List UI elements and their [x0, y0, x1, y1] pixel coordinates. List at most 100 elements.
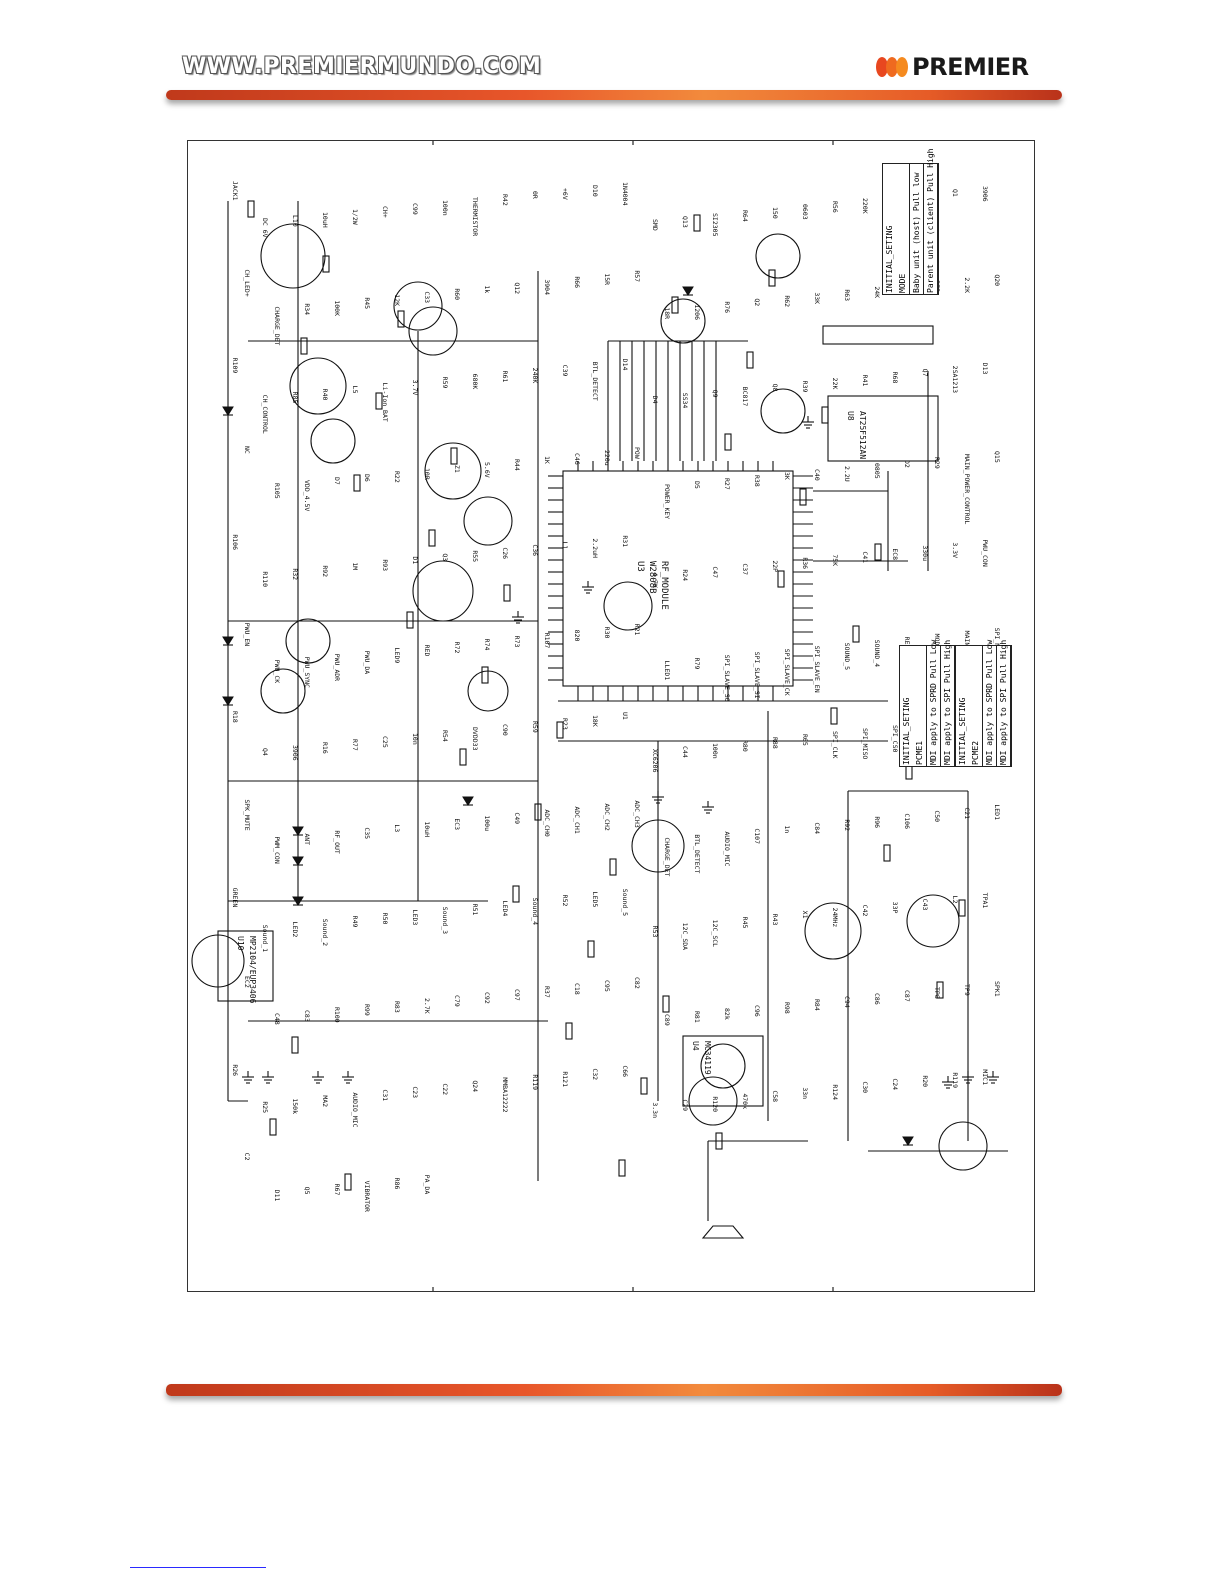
- component-label: C92: [483, 992, 491, 1004]
- component-label: C30: [861, 1081, 869, 1093]
- component-label: PWU_DA: [363, 651, 371, 675]
- component-label: R64: [741, 210, 749, 222]
- component-label: R18: [231, 711, 239, 723]
- component-label: 82k: [723, 1008, 731, 1020]
- flash-label: AT25F512AN: [858, 411, 867, 459]
- transistor-symbol: [700, 1043, 746, 1089]
- component-label: R26: [231, 1064, 239, 1076]
- component-label: 10uH: [321, 212, 329, 228]
- component-label: R55: [471, 550, 479, 562]
- component-label: C50: [933, 810, 941, 822]
- transistor-symbol: [424, 442, 482, 500]
- pcme1-setting-row: PCME1: [913, 646, 927, 766]
- component-label: 2.7K: [423, 998, 431, 1014]
- component-label: 1k: [483, 285, 491, 293]
- component-label: 470k: [741, 1093, 749, 1109]
- component-label: Q7: [921, 369, 929, 377]
- component-label: SPI_MISO: [861, 728, 869, 759]
- component-label: 33K: [813, 292, 821, 304]
- component-label: R109: [231, 358, 239, 374]
- component-label: R65: [801, 734, 809, 746]
- component-label: Sound_2: [321, 919, 329, 946]
- transistor-symbol: [393, 281, 443, 331]
- component-label: R105: [273, 483, 281, 499]
- component-label: 2SA1213: [951, 366, 959, 393]
- component-label: GREEN: [231, 888, 239, 908]
- regulator-u10: [217, 930, 274, 1002]
- flash-u8: [827, 395, 939, 462]
- brand-dot: [876, 57, 888, 77]
- resistor-symbol: [534, 803, 542, 821]
- component-label: R37: [543, 986, 551, 998]
- component-label: SPI_SLAVE_SI: [753, 652, 761, 699]
- resistor-symbol: [247, 200, 255, 218]
- component-label: R44: [513, 459, 521, 471]
- resistor-symbol: [693, 214, 701, 232]
- component-label: MAIN_POWER_CONTROL: [963, 454, 971, 525]
- rf-setting-row: MODE: [896, 164, 910, 294]
- resistor-symbol: [671, 296, 679, 314]
- component-label: 12C_SDA: [681, 923, 689, 950]
- regulator-label: U10: [236, 936, 245, 951]
- resistor-symbol: [874, 543, 882, 561]
- component-label: C35: [363, 827, 371, 839]
- component-label: R31: [621, 535, 629, 547]
- component-label: R93: [381, 559, 389, 571]
- pcme2-setting-row: MDI apply to SPI Pull High: [997, 640, 1011, 766]
- rf-setting-table: INITIAL_SETING MODE Baby unit (host) Pul…: [882, 149, 939, 295]
- brand-name: PREMIER: [912, 53, 1029, 81]
- component-label: POW: [633, 447, 641, 459]
- component-label: Q13: [681, 216, 689, 228]
- component-label: LED2: [291, 922, 299, 938]
- component-label: C24: [891, 1078, 899, 1090]
- component-label: TPA1: [981, 893, 989, 909]
- component-label: 24MHz: [831, 908, 839, 928]
- component-label: EC2: [243, 976, 251, 988]
- amp-label: U4: [691, 1041, 700, 1051]
- component-label: C18: [573, 983, 581, 995]
- resistor-symbol: [830, 707, 838, 725]
- component-label: AUDIO_MIC: [351, 1092, 359, 1127]
- component-label: C90: [501, 724, 509, 736]
- resistor-symbol: [300, 337, 308, 355]
- component-label: R45: [741, 917, 749, 929]
- brand-logo: PREMIER: [876, 53, 1029, 81]
- rf-module-label: W2808B: [647, 561, 657, 594]
- component-label: 15R: [603, 273, 611, 285]
- component-label: R49: [351, 916, 359, 928]
- transistor-symbol: [289, 357, 347, 415]
- component-label: PWU_CON: [981, 539, 989, 566]
- component-label: R23: [561, 718, 569, 730]
- diode-symbol: [222, 406, 234, 416]
- component-label: 100n: [711, 743, 719, 759]
- component-label: Sound_5: [621, 889, 629, 916]
- component-label: PWU_CK: [273, 660, 281, 684]
- component-label: R119: [531, 1074, 539, 1090]
- component-label: R68: [891, 372, 899, 384]
- component-label: PWU_SYNC: [303, 657, 311, 688]
- resistor-symbol: [883, 844, 891, 862]
- component-label: PA_DA: [423, 1175, 431, 1195]
- component-label: Q3: [441, 553, 449, 561]
- component-label: SMD: [651, 219, 659, 231]
- component-label: 1K: [543, 456, 551, 464]
- component-label: 2.2K: [963, 277, 971, 293]
- diode-symbol: [222, 696, 234, 706]
- component-label: MMBA12222: [501, 1077, 509, 1112]
- resistor-symbol: [291, 1036, 299, 1054]
- component-label: R85: [291, 392, 299, 404]
- component-label: R56: [831, 201, 839, 213]
- resistor-symbol: [481, 666, 489, 684]
- component-label: C21: [963, 807, 971, 819]
- component-label: C97: [513, 989, 521, 1001]
- component-label: L2: [951, 896, 959, 904]
- component-label: BC817: [741, 387, 749, 407]
- component-label: CHARGE_DET: [663, 837, 671, 876]
- component-label: R67: [333, 1184, 341, 1196]
- resistor-symbol: [746, 351, 754, 369]
- footer-link-underline: [130, 1567, 266, 1568]
- component-label: C23: [411, 1086, 419, 1098]
- pcme1-setting-title: INITIAL_SETING: [902, 697, 911, 765]
- site-url[interactable]: WWW.PREMIERMUNDO.COM: [182, 54, 542, 79]
